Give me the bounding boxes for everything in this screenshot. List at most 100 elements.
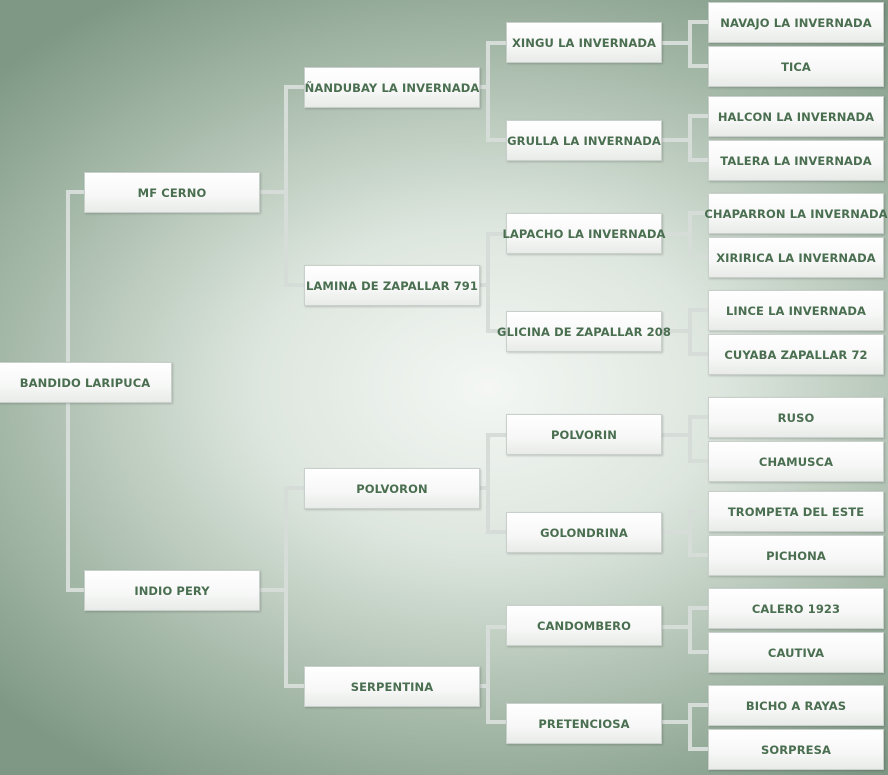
connector-line (284, 488, 288, 688)
connector-line (486, 43, 490, 142)
connector-line (688, 606, 710, 610)
dam-name: INDIO PERY (134, 583, 210, 598)
connector-line (486, 234, 490, 332)
ancestor-box[interactable]: CANDOMBERO (506, 605, 662, 646)
ancestor-box[interactable]: SORPRESA (708, 729, 884, 770)
ancestor-name: CHAPARRON LA INVERNADA (704, 206, 888, 221)
ancestor-box[interactable]: CALERO 1923 (708, 588, 884, 629)
connector-line (688, 511, 692, 556)
connector-line (688, 22, 692, 67)
ancestor-name: LINCE LA INVERNADA (725, 303, 867, 318)
ancestor-box[interactable]: GOLONDRINA (506, 512, 662, 553)
connector-line (688, 20, 710, 24)
ancestor-box[interactable]: TICA (708, 46, 884, 87)
connector-line (660, 41, 688, 45)
connector-line (688, 608, 692, 653)
dam-box[interactable]: INDIO PERY (84, 570, 260, 611)
ancestor-name: GLICINA DE ZAPALLAR 208 (497, 324, 671, 339)
connector-line (486, 232, 508, 236)
connector-line (688, 553, 710, 557)
connector-line (688, 158, 710, 162)
connector-line (660, 720, 688, 724)
ancestor-name: POLVORIN (551, 427, 617, 442)
connector-line (66, 588, 86, 592)
paternal-granddam-box[interactable]: LAMINA DE ZAPALLAR 791 (304, 265, 480, 306)
paternal-grandsire-box[interactable]: ÑANDUBAY LA INVERNADA (304, 67, 480, 108)
ancestor-box[interactable]: CUYABA ZAPALLAR 72 (708, 334, 884, 375)
connector-line (486, 138, 508, 142)
connector-line (688, 459, 710, 463)
ancestor-box[interactable]: NAVAJO LA INVERNADA (708, 2, 884, 43)
ancestor-box[interactable]: BICHO A RAYAS (708, 685, 884, 726)
connector-line (688, 114, 710, 118)
connector-line (688, 747, 710, 751)
ancestor-box[interactable]: POLVORIN (506, 414, 662, 455)
maternal-grandsire-box[interactable]: POLVORON (304, 468, 480, 509)
connector-line (478, 684, 486, 688)
connector-line (486, 530, 508, 534)
ancestor-name: CAUTIVA (767, 645, 825, 660)
ancestor-box[interactable]: CHAPARRON LA INVERNADA (704, 193, 888, 234)
connector-line (486, 41, 508, 45)
connector-line (486, 720, 508, 724)
ancestor-name: XINGU LA INVERNADA (511, 35, 657, 50)
ancestor-name: LAPACHO LA INVERNADA (502, 226, 666, 241)
connector-line (660, 329, 688, 333)
ancestor-name: TROMPETA DEL ESTE (727, 504, 865, 519)
ancestor-box[interactable]: CAUTIVA (708, 632, 884, 673)
ancestor-box[interactable]: CHAMUSCA (708, 441, 884, 482)
connector-line (660, 232, 688, 236)
connector-line (688, 650, 710, 654)
connector-line (66, 190, 86, 194)
connector-line (486, 627, 490, 724)
ancestor-box[interactable]: TALERA LA INVERNADA (708, 140, 884, 181)
ancestor-name: RUSO (777, 410, 815, 425)
ancestor-name: BICHO A RAYAS (745, 698, 847, 713)
connector-line (660, 138, 688, 142)
ancestor-box[interactable]: PRETENCIOSA (506, 703, 662, 744)
ancestor-box[interactable]: LINCE LA INVERNADA (708, 290, 884, 331)
connector-line (660, 625, 688, 629)
sire-name: MF CERNO (137, 185, 207, 200)
connector-line (478, 85, 486, 89)
ancestor-name: PICHONA (766, 548, 826, 563)
maternal-granddam-box[interactable]: SERPENTINA (304, 666, 480, 707)
ancestor-box[interactable]: LAPACHO LA INVERNADA (502, 213, 665, 254)
sire-box[interactable]: MF CERNO (84, 172, 260, 213)
ancestor-box[interactable]: XINGU LA INVERNADA (506, 22, 662, 63)
connector-line (258, 190, 284, 194)
connector-line (478, 283, 486, 287)
ancestor-box[interactable]: RUSO (708, 397, 884, 438)
connector-line (284, 85, 306, 89)
ancestor-box[interactable]: GRULLA LA INVERNADA (506, 120, 662, 161)
ancestor-name: XIRIRICA LA INVERNADA (716, 250, 876, 265)
subject-box[interactable]: BANDIDO LARIPUCA (0, 362, 172, 403)
paternal-granddam-name: LAMINA DE ZAPALLAR 791 (305, 278, 479, 293)
ancestor-box[interactable]: GLICINA DE ZAPALLAR 208 (497, 311, 671, 352)
ancestor-name: CHAMUSCA (758, 454, 834, 469)
ancestor-box[interactable]: PICHONA (708, 535, 884, 576)
ancestor-box[interactable]: HALCON LA INVERNADA (708, 96, 884, 137)
connector-line (688, 211, 710, 215)
ancestor-box[interactable]: TROMPETA DEL ESTE (708, 491, 884, 532)
ancestor-name: NAVAJO LA INVERNADA (720, 15, 872, 30)
paternal-grandsire-name: ÑANDUBAY LA INVERNADA (304, 80, 480, 95)
connector-line (688, 255, 710, 259)
ancestor-box[interactable]: XIRIRICA LA INVERNADA (708, 237, 884, 278)
ancestor-name: HALCON LA INVERNADA (717, 109, 875, 124)
ancestor-name: PRETENCIOSA (538, 716, 630, 731)
connector-line (688, 417, 692, 462)
connector-line (688, 310, 692, 355)
connector-line (486, 329, 508, 333)
connector-line (284, 486, 306, 490)
connector-line (284, 87, 288, 287)
connector-line (486, 435, 490, 533)
connector-line (688, 213, 692, 258)
connector-line (258, 588, 284, 592)
ancestor-name: TALERA LA INVERNADA (720, 153, 872, 168)
connector-line (688, 415, 710, 419)
connector-line (688, 705, 692, 750)
connector-line (660, 433, 688, 437)
maternal-granddam-name: SERPENTINA (350, 679, 434, 694)
